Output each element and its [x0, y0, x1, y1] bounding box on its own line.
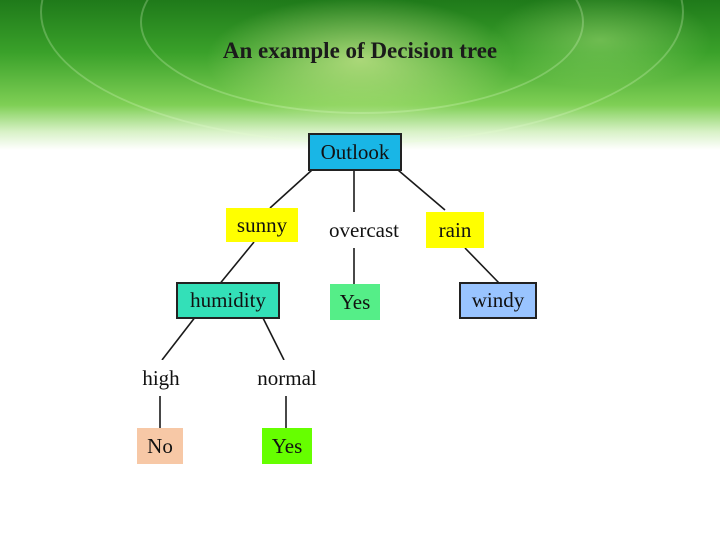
branch-sunny: sunny	[226, 208, 298, 242]
slide-title: An example of Decision tree	[222, 38, 498, 63]
branch-normal: normal	[248, 360, 326, 396]
node-humidity: humidity	[176, 282, 280, 319]
edge-outlook-sunny	[269, 169, 313, 209]
header-banner	[0, 0, 720, 150]
leaf-high-no: No	[137, 428, 183, 464]
leaf-overcast-yes: Yes	[330, 284, 380, 320]
branch-overcast: overcast	[316, 212, 412, 248]
edge-sunny-humidity	[217, 241, 255, 287]
branch-high: high	[132, 360, 190, 396]
node-windy: windy	[459, 282, 537, 319]
branch-rain: rain	[426, 212, 484, 248]
edge-rain-windy	[464, 247, 501, 285]
edge-outlook-rain	[397, 169, 446, 211]
edge-humidity-normal	[261, 315, 285, 361]
node-outlook: Outlook	[308, 133, 402, 171]
edge-humidity-high	[161, 315, 197, 361]
leaf-normal-yes: Yes	[262, 428, 312, 464]
